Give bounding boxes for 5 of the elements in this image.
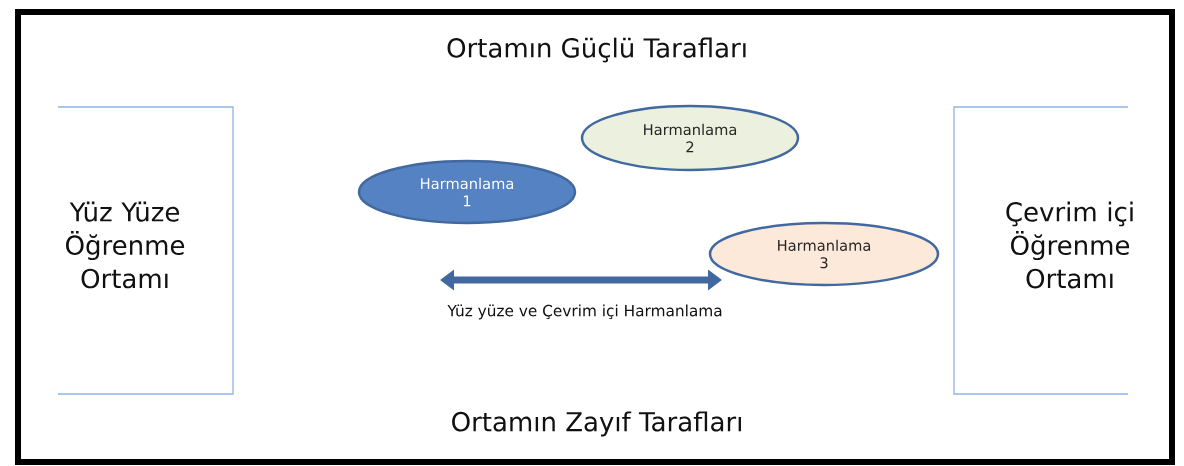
bracket-box: Yüz Yüze Öğrenme Ortamı (57, 106, 234, 395)
caption: Yüz yüze ve Çevrim içi Harmanlama (447, 304, 722, 320)
heading: Ortamın Güçlü Tarafları (447, 37, 746, 63)
bracket-box: Çevrim içi Öğrenme Ortamı (953, 106, 1133, 395)
heading: Ortamın Zayıf Tarafları (452, 411, 741, 437)
